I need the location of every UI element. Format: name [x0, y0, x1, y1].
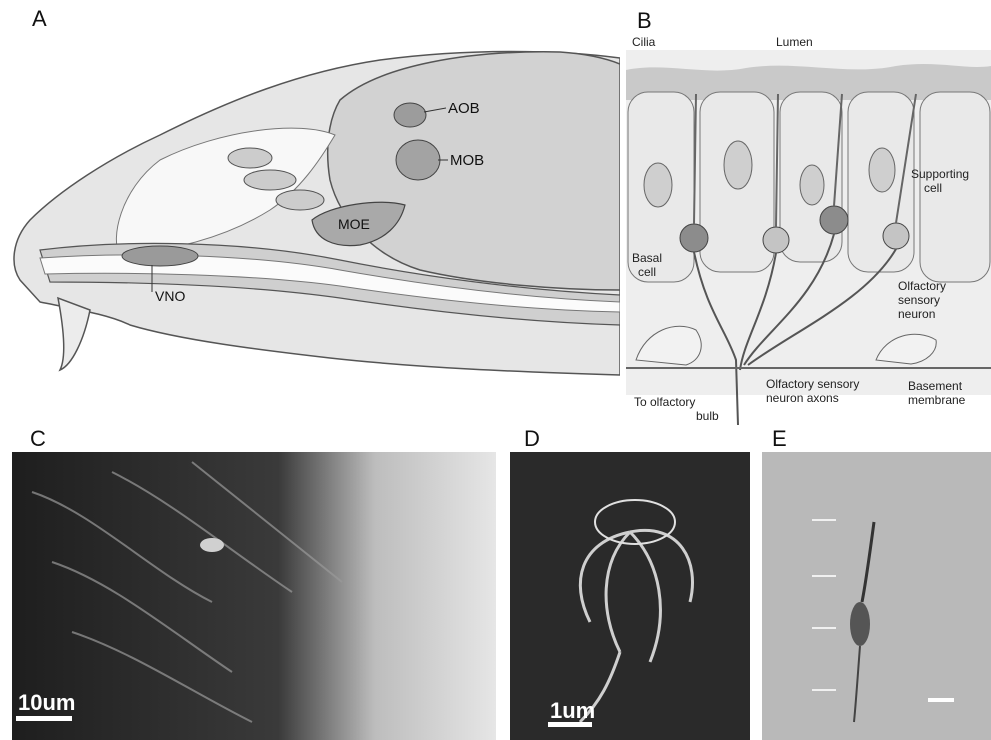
turbinate: [244, 170, 296, 190]
scale-bar-d: 1um: [550, 698, 595, 723]
label-cilia: Cilia: [632, 35, 656, 49]
nucleus: [724, 141, 752, 189]
panel-d-micrograph: 1um: [510, 452, 750, 740]
turbinate: [228, 148, 272, 168]
label-axons-1: Olfactory sensory: [766, 377, 859, 391]
label-osn-3: neuron: [898, 307, 935, 321]
panel-a-head-diagram: AOB MOB MOE VNO: [0, 40, 620, 380]
label-moe: MOE: [338, 216, 370, 232]
label-vno: VNO: [155, 288, 185, 304]
panel-e-micrograph: [762, 452, 991, 740]
panel-a-letter: A: [32, 6, 47, 32]
mob-region: [396, 140, 440, 180]
label-basal-cell-1: Basal: [632, 251, 662, 265]
label-to-bulb-1: To olfactory: [634, 395, 695, 409]
turbinate: [276, 190, 324, 210]
incisor: [58, 298, 90, 370]
label-osn-1: Olfactory: [898, 279, 946, 293]
scale-bar-c: 10um: [18, 690, 75, 715]
aob-region: [394, 103, 426, 127]
label-basal-cell-2: cell: [638, 265, 656, 279]
nucleus: [800, 165, 824, 205]
panel-b-epithelium-diagram: Cilia Lumen Supporting cell Basal cell O…: [626, 30, 991, 426]
label-basement-1: Basement: [908, 379, 963, 393]
neuron-soma: [820, 206, 848, 234]
label-lumen: Lumen: [776, 35, 813, 49]
label-basement-2: membrane: [908, 393, 966, 407]
label-osn-2: sensory: [898, 293, 940, 307]
label-supporting-cell-1: Supporting: [911, 167, 969, 181]
panel-c-micrograph: 10um: [12, 452, 496, 740]
label-mob: MOB: [450, 152, 484, 169]
label-to-bulb-2: bulb: [696, 409, 719, 423]
label-axons-2: neuron axons: [766, 391, 839, 405]
nucleus: [644, 163, 672, 207]
neuron-soma: [680, 224, 708, 252]
panel-d-letter: D: [524, 426, 540, 452]
neuron-soma: [883, 223, 909, 249]
neuron-soma: [763, 227, 789, 253]
nucleus: [869, 148, 895, 192]
label-aob: AOB: [448, 100, 480, 117]
panel-e-letter: E: [772, 426, 787, 452]
label-supporting-cell-2: cell: [924, 181, 942, 195]
vno-region: [122, 246, 198, 266]
panel-c-letter: C: [30, 426, 46, 452]
